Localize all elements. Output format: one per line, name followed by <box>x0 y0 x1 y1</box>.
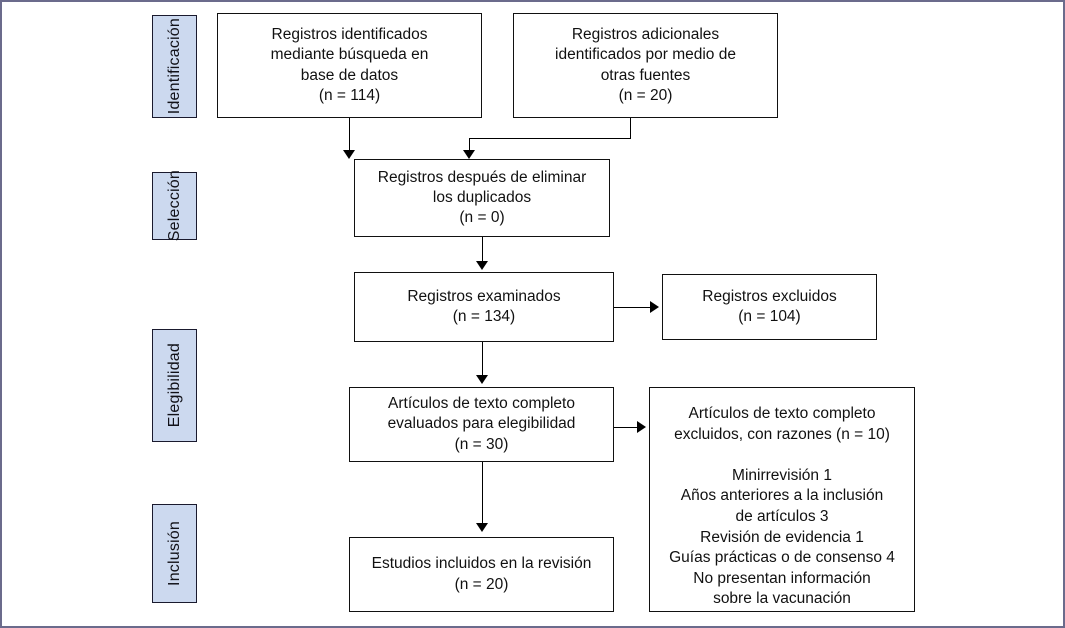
node-records-identified-database: Registros identificados mediante búsqued… <box>217 13 482 118</box>
stage-label-elegibilidad-text: Elegibilidad <box>165 343 183 428</box>
node-studies-included: Estudios incluidos en la revisión (n = 2… <box>349 537 614 612</box>
node-records-after-duplicates: Registros después de eliminar los duplic… <box>354 159 610 237</box>
node-records-after-duplicates-text: Registros después de eliminar los duplic… <box>377 168 587 227</box>
stage-label-identificacion: Identificación <box>152 15 197 118</box>
connector-eligibility-to-reasons-arrow <box>637 421 646 433</box>
node-records-screened: Registros examinados (n = 134) <box>354 272 614 342</box>
connector-eligibility-to-included-arrow <box>476 523 488 532</box>
node-studies-included-text: Estudios incluidos en la revisión (n = 2… <box>371 555 592 593</box>
connector-screened-to-eligibility-arrow <box>476 375 488 384</box>
connector-other-sources-to-dedup-line <box>469 138 470 153</box>
connector-screened-to-excluded-line <box>614 307 652 308</box>
stage-label-seleccion: Selección <box>152 170 197 242</box>
connector-dedup-to-screened-arrow <box>476 261 488 270</box>
connector-database-to-dedup-line <box>349 118 350 153</box>
node-records-additional-sources-text: Registros adicionales identificados por … <box>555 26 736 104</box>
connector-eligibility-to-included-line <box>482 462 483 524</box>
node-fulltext-assessed: Artículos de texto completo evaluados pa… <box>349 387 614 462</box>
node-fulltext-excluded-reasons-text: Artículos de texto completo excluidos, c… <box>669 405 895 608</box>
connector-screened-to-eligibility-line <box>482 342 483 376</box>
node-fulltext-excluded-reasons: Artículos de texto completo excluidos, c… <box>649 387 915 612</box>
stage-label-identificacion-text: Identificación <box>165 18 183 115</box>
node-records-excluded-text: Registros excluidos (n = 104) <box>702 287 837 325</box>
connector-database-to-dedup-arrow <box>343 150 355 159</box>
node-records-additional-sources: Registros adicionales identificados por … <box>513 13 778 118</box>
stage-label-inclusion: Inclusión <box>152 504 197 603</box>
connector-dedup-to-screened-line <box>482 237 483 263</box>
node-records-screened-text: Registros examinados (n = 134) <box>407 287 561 325</box>
connector-other-sources-drop-line <box>630 118 631 138</box>
stage-label-elegibilidad: Elegibilidad <box>152 329 197 442</box>
stage-label-seleccion-text: Selección <box>165 170 183 242</box>
connector-other-sources-to-dedup-arrow <box>463 150 475 159</box>
node-records-excluded: Registros excluidos (n = 104) <box>662 274 877 340</box>
stage-label-inclusion-text: Inclusión <box>165 521 183 586</box>
connector-eligibility-to-reasons-line <box>614 427 639 428</box>
connector-other-sources-horizontal-line <box>469 138 631 139</box>
connector-screened-to-excluded-arrow <box>650 301 659 313</box>
node-fulltext-assessed-text: Artículos de texto completo evaluados pa… <box>387 395 576 453</box>
node-records-identified-database-text: Registros identificados mediante búsqued… <box>270 26 429 104</box>
